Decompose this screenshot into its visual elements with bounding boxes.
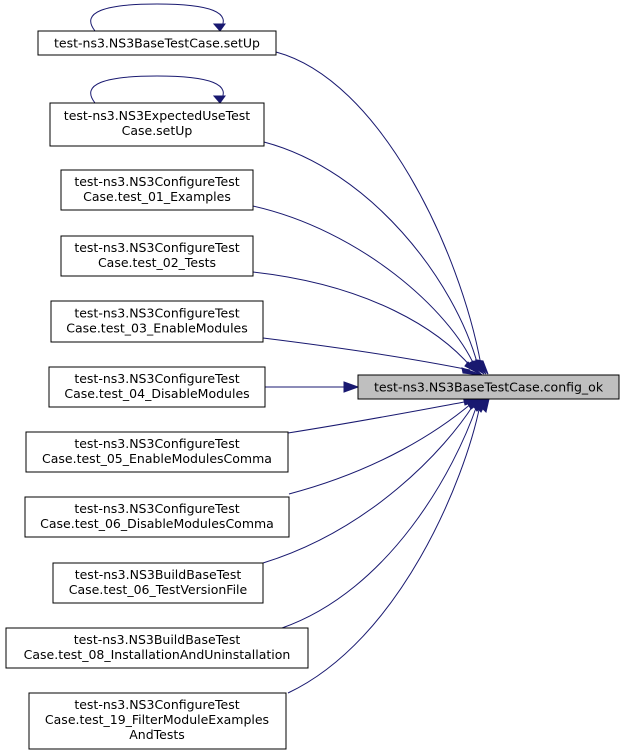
node-base-setup[interactable]: test-ns3.NS3BaseTestCase.setUp: [37, 30, 277, 56]
node-base-setup-label: test-ns3.NS3BaseTestCase.setUp: [54, 36, 260, 51]
node-config-ok-box: [357, 374, 620, 400]
node-expected-setup-label-2: Case.setUp: [122, 123, 193, 138]
node-test-05-box: [25, 431, 289, 473]
arrowhead-test-02: [464, 361, 483, 376]
node-test-03[interactable]: test-ns3.NS3ConfigureTest Case.test_03_E…: [50, 300, 264, 343]
node-test-19-box: [28, 692, 287, 750]
node-test-01-label-2: Case.test_01_Examples: [83, 189, 231, 204]
node-test-06-version-label-2: Case.test_06_TestVersionFile: [69, 582, 248, 597]
self-loop-base-setup: [90, 3, 224, 32]
node-test-19[interactable]: test-ns3.NS3ConfigureTest Case.test_19_F…: [28, 692, 287, 750]
call-edges: [90, 3, 490, 694]
node-test-04-box: [48, 366, 266, 408]
node-test-02-label-2: Case.test_02_Tests: [98, 255, 216, 270]
self-loop-expected-setup-arrowhead: [212, 95, 226, 104]
node-test-08-box: [5, 627, 309, 669]
node-test-19-label-1: test-ns3.NS3ConfigureTest: [74, 697, 239, 712]
edge-test-05: [287, 400, 471, 434]
node-test-06-version-label-1: test-ns3.NS3BuildBaseTest: [75, 567, 242, 582]
node-test-03-label-1: test-ns3.NS3ConfigureTest: [74, 306, 239, 321]
node-test-06-version-box: [52, 562, 264, 604]
node-config-ok[interactable]: test-ns3.NS3BaseTestCase.config_ok: [357, 374, 620, 400]
node-config-ok-label: test-ns3.NS3BaseTestCase.config_ok: [374, 380, 604, 395]
node-test-02-box: [60, 235, 254, 277]
node-test-06-disable[interactable]: test-ns3.NS3ConfigureTest Case.test_06_D…: [24, 496, 290, 538]
node-expected-setup-label-1: test-ns3.NS3ExpectedUseTest: [64, 108, 251, 123]
node-test-01-label-1: test-ns3.NS3ConfigureTest: [74, 174, 239, 189]
node-test-02-label-1: test-ns3.NS3ConfigureTest: [74, 240, 239, 255]
edge-expected-setup: [263, 141, 479, 367]
node-base-setup-box: [37, 30, 277, 56]
node-test-06-disable-label-1: test-ns3.NS3ConfigureTest: [74, 501, 239, 516]
node-test-19-label-2: Case.test_19_FilterModuleExamples: [45, 712, 269, 727]
node-test-08[interactable]: test-ns3.NS3BuildBaseTest Case.test_08_I…: [5, 627, 309, 669]
node-test-04[interactable]: test-ns3.NS3ConfigureTest Case.test_04_D…: [48, 366, 266, 408]
node-test-02[interactable]: test-ns3.NS3ConfigureTest Case.test_02_T…: [60, 235, 254, 277]
edge-test-06-version: [262, 403, 475, 564]
node-expected-setup[interactable]: test-ns3.NS3ExpectedUseTest Case.setUp: [49, 102, 265, 147]
node-test-03-box: [50, 300, 264, 343]
node-test-06-disable-label-2: Case.test_06_DisableModulesComma: [40, 516, 274, 531]
arrowhead-test-04: [343, 381, 360, 393]
arrowhead-test-19: [473, 398, 490, 413]
node-test-04-label-2: Case.test_04_DisableModules: [64, 386, 249, 401]
node-test-08-label-2: Case.test_08_InstallationAndUninstallati…: [24, 647, 291, 662]
edge-test-08: [281, 404, 478, 629]
self-loop-base-setup-arrowhead: [212, 23, 226, 32]
node-expected-setup-box: [49, 102, 265, 147]
edge-test-03: [262, 337, 471, 371]
node-test-04-label-1: test-ns3.NS3ConfigureTest: [74, 371, 239, 386]
node-test-05-label-2: Case.test_05_EnableModulesComma: [42, 451, 272, 466]
node-test-01-box: [60, 169, 254, 211]
node-test-08-label-1: test-ns3.NS3BuildBaseTest: [74, 632, 241, 647]
node-test-06-disable-box: [24, 496, 290, 538]
edge-test-06-disable: [288, 402, 473, 495]
edge-base-setup: [275, 51, 482, 366]
edge-test-19: [287, 404, 481, 694]
node-test-05[interactable]: test-ns3.NS3ConfigureTest Case.test_05_E…: [25, 431, 289, 473]
node-test-01[interactable]: test-ns3.NS3ConfigureTest Case.test_01_E…: [60, 169, 254, 211]
edge-test-02: [252, 271, 473, 369]
node-test-06-version[interactable]: test-ns3.NS3BuildBaseTest Case.test_06_T…: [52, 562, 264, 604]
edge-test-01: [252, 205, 476, 368]
self-loop-expected-setup: [90, 75, 224, 104]
node-test-03-label-2: Case.test_03_EnableModules: [66, 321, 248, 336]
node-test-19-label-3: AndTests: [129, 727, 185, 742]
node-test-05-label-1: test-ns3.NS3ConfigureTest: [74, 436, 239, 451]
arrowhead-test-03: [461, 367, 483, 376]
